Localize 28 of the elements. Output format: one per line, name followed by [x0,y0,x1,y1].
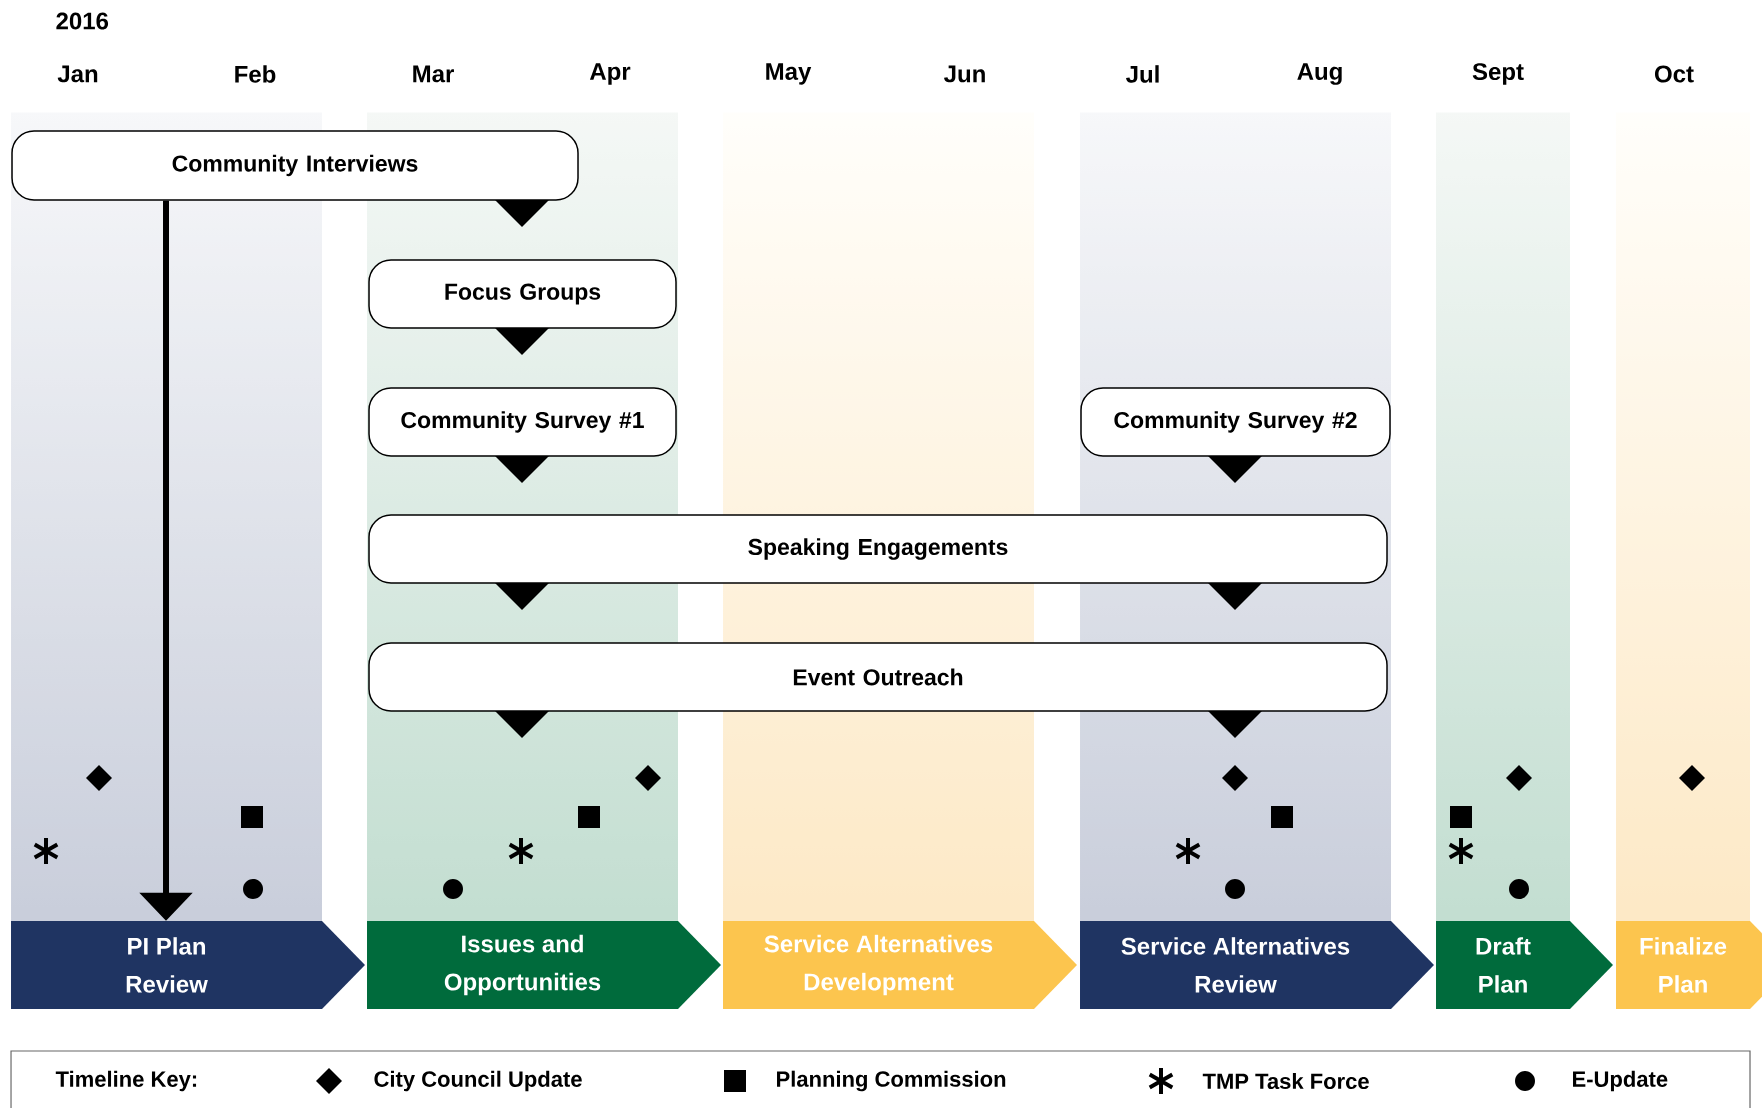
callout-box: Event Outreach [368,642,1388,738]
month-label: Jul [1126,65,1159,83]
legend-label: City Council Update [374,1070,582,1092]
year-label: 2016 [56,12,109,30]
callout-box: Community Survey #1 [368,387,677,483]
month-label: Aug [1297,63,1342,85]
phase-banner: Issues and Opportunities [367,921,721,1009]
phase-banner: PI Plan Review [11,921,365,1009]
month-label: Jun [944,65,985,83]
phase-banner: Finalize Plan [1616,921,1762,1009]
month-label: Oct [1655,65,1694,83]
month-label: Feb [235,65,276,83]
callout-box: Focus Groups [368,259,677,355]
legend-label: TMP Task Force [1202,1072,1369,1090]
callout-box: Community Survey #2 [1080,387,1391,483]
legend-title: Timeline Key: [55,1070,197,1092]
month-label: Sept [1472,63,1524,85]
month-label: Mar [413,65,454,83]
legend-label: E-Update [1573,1070,1668,1092]
month-label: May [766,63,812,85]
legend-label: Planning Commission [777,1070,1006,1092]
month-label: Apr [589,63,631,85]
callout-box: Speaking Engagements [368,514,1388,610]
phase-banner: Service Alternatives Review [1080,921,1434,1009]
month-label: Jan [57,65,98,83]
phase-banner: Service Alternatives Development [723,921,1077,1009]
phase-banner: Draft Plan [1436,921,1613,1009]
callout-box: Community Interviews [11,130,579,227]
